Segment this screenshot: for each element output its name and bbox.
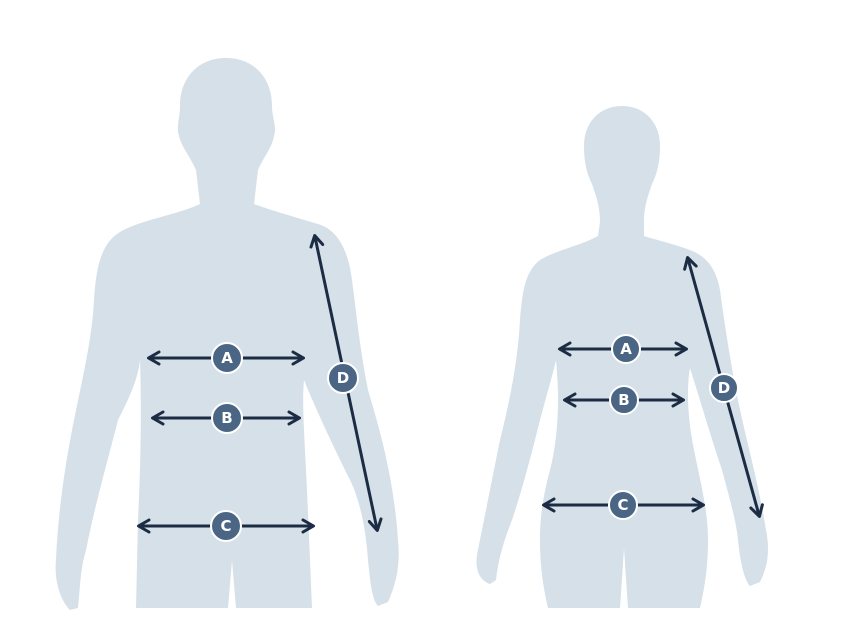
svg-text:C: C [220,517,231,535]
female-chest-marker: A [611,334,641,364]
svg-text:C: C [617,496,628,514]
male-chest-marker: A [211,342,243,374]
svg-text:B: B [618,391,629,409]
male-figure: A B C D [55,58,399,610]
male-waist-marker: B [211,402,243,434]
svg-text:A: A [221,349,233,367]
female-hips-marker: C [608,490,638,520]
male-arm-marker: D [327,362,359,394]
svg-text:D: D [337,369,349,387]
svg-text:D: D [718,379,730,397]
svg-text:B: B [221,409,232,427]
male-hips-marker: C [210,510,242,542]
svg-text:A: A [620,340,632,358]
female-arm-marker: D [709,373,739,403]
female-waist-marker: B [609,385,639,415]
female-figure: A B C D [476,106,768,608]
male-silhouette [55,58,399,610]
